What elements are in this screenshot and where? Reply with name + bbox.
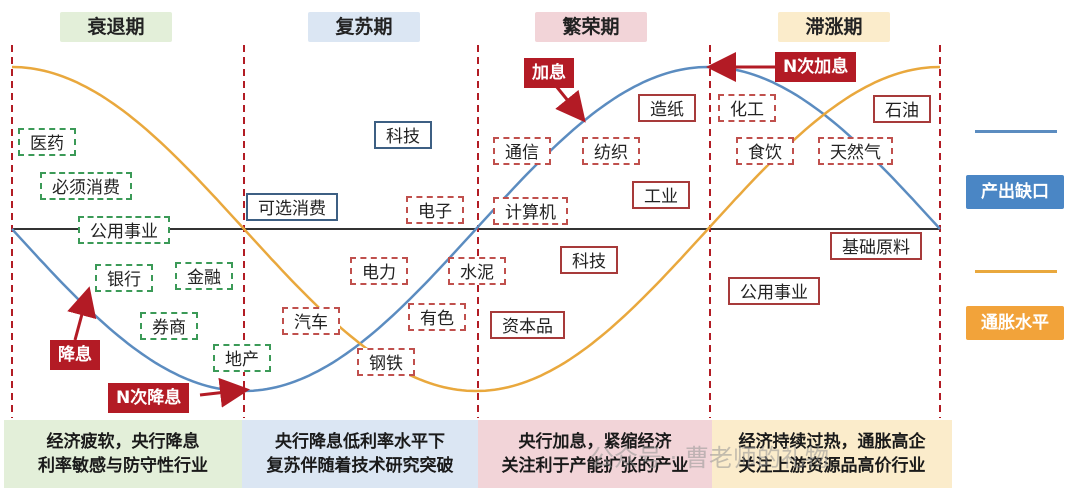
footer-stagflation-line1: 经济持续过热，通胀高企	[738, 432, 926, 452]
sector-food-beverage: 食饮	[736, 137, 794, 165]
sector-tech: 科技	[374, 121, 432, 149]
sector-basic-materials: 基础原料	[830, 232, 922, 260]
sector-cement: 水泥	[448, 257, 506, 285]
phase-header-recession: 衰退期	[60, 12, 172, 42]
phase-header-stagflation: 滞涨期	[778, 12, 890, 42]
n-rate-cuts-arrow	[199, 377, 250, 408]
output-gap-curve	[11, 65, 941, 393]
footer-boom-line1: 央行加息，紧缩经济	[518, 432, 672, 452]
footer-boom-line2: 关注利于产能扩张的产业	[501, 456, 689, 476]
sector-industrials: 工业	[632, 181, 690, 209]
sector-real-estate: 地产	[213, 344, 271, 372]
sector-banks: 银行	[95, 264, 153, 292]
legend-inflation: 通胀水平	[966, 306, 1064, 340]
rate-cut-arrow	[67, 286, 97, 341]
sector-electronics: 电子	[406, 196, 464, 224]
event-n-rate-cuts: N次降息	[108, 383, 190, 413]
footer-stagflation: 经济持续过热，通胀高企 关注上游资源品高价行业	[712, 420, 952, 488]
footer-stagflation-line2: 关注上游资源品高价行业	[738, 456, 926, 476]
sector-tech-boom: 科技	[560, 246, 618, 274]
footer-recession-line1: 经济疲软，央行降息	[46, 432, 200, 452]
event-n-rate-hikes: N次加息	[775, 52, 857, 82]
phase-header-boom: 繁荣期	[535, 12, 647, 42]
sector-oil: 石油	[873, 95, 931, 123]
sector-paper: 造纸	[638, 94, 696, 122]
legend-line-inflation	[975, 270, 1057, 273]
sector-discretionary: 可选消费	[246, 193, 338, 221]
event-rate-hike: 加息	[524, 58, 574, 88]
sector-utilities: 公用事业	[78, 216, 170, 244]
sector-autos: 汽车	[282, 307, 340, 335]
footer-recovery-line1: 央行降息低利率水平下	[275, 432, 445, 452]
sector-textiles: 纺织	[582, 137, 640, 165]
sector-brokers: 券商	[140, 312, 198, 340]
sector-telecom: 通信	[493, 137, 551, 165]
sector-consumer-staples: 必须消费	[40, 172, 132, 200]
sector-capital-goods: 资本品	[490, 311, 565, 339]
phase-header-recovery: 复苏期	[308, 12, 420, 42]
legend-line-output-gap	[975, 130, 1057, 133]
sector-pharma: 医药	[18, 128, 76, 156]
sector-power: 电力	[350, 257, 408, 285]
sector-finance: 金融	[175, 262, 233, 290]
footer-recovery: 央行降息低利率水平下 复苏伴随着技术研究突破	[242, 420, 478, 488]
sector-utilities-stag: 公用事业	[728, 277, 820, 305]
footer-recession: 经济疲软，央行降息 利率敏感与防守性行业	[4, 420, 242, 488]
rate-hike-arrow	[554, 85, 586, 123]
sector-computers: 计算机	[493, 197, 568, 225]
footer-recession-line2: 利率敏感与防守性行业	[38, 456, 208, 476]
footer-recovery-line2: 复苏伴随着技术研究突破	[266, 456, 454, 476]
footer-boom: 央行加息，紧缩经济 关注利于产能扩张的产业	[478, 420, 712, 488]
sector-nonferrous: 有色	[408, 303, 466, 331]
sector-natural-gas: 天然气	[818, 137, 893, 165]
event-rate-cut: 降息	[50, 340, 100, 370]
sector-chemicals: 化工	[718, 94, 776, 122]
watermark: 公众号 · 曹老师的礼物	[590, 444, 829, 472]
sector-steel: 钢铁	[357, 348, 415, 376]
legend-output-gap: 产出缺口	[966, 175, 1064, 209]
